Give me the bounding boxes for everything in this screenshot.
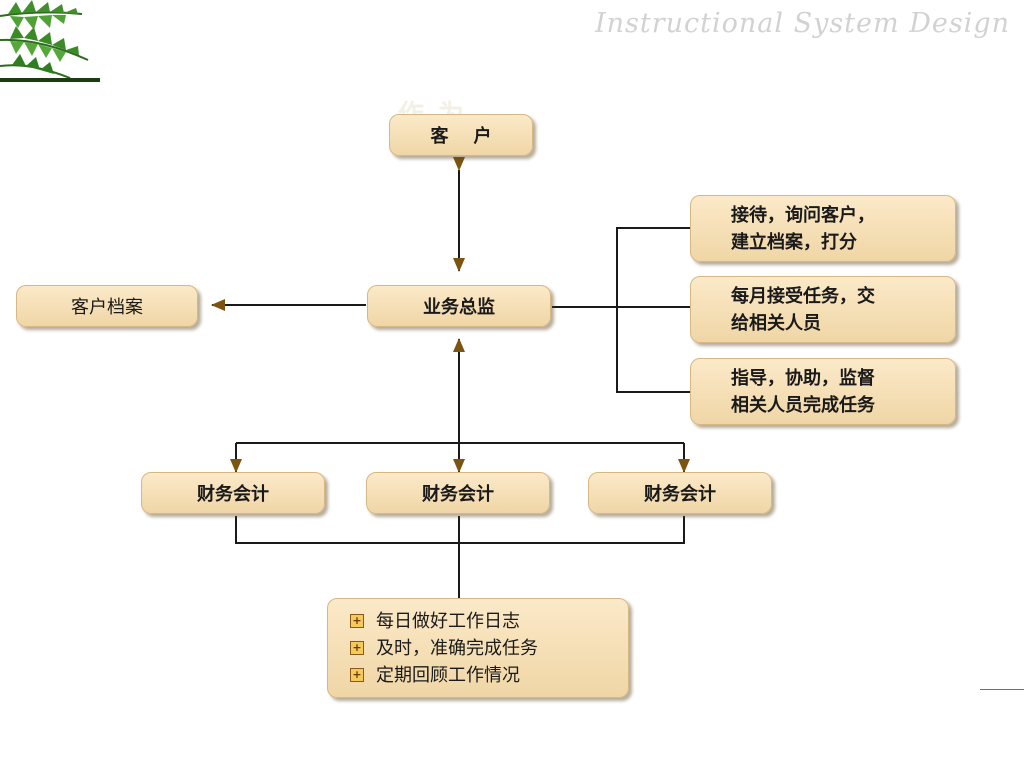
- task-item: + 定期回顾工作情况: [350, 662, 628, 689]
- task-item: + 及时，准确完成任务: [350, 635, 628, 662]
- duty-line: 接待，询问客户，: [731, 204, 875, 226]
- checkbox-icon: +: [350, 641, 364, 655]
- course-watermark: Instructional System Design: [594, 8, 1010, 39]
- task-label: 每日做好工作日志: [376, 610, 520, 632]
- duty-line: 相关人员完成任务: [731, 394, 875, 416]
- checkbox-icon: +: [350, 668, 364, 682]
- duty-box-supervision: 指导，协助，监督 相关人员完成任务: [690, 358, 956, 425]
- duty-box-reception: 接待，询问客户， 建立档案，打分: [690, 195, 956, 262]
- duty-line: 给相关人员: [731, 312, 821, 334]
- accountant-task-box: + 每日做好工作日志 + 及时，准确完成任务 + 定期回顾工作情况: [327, 598, 629, 698]
- archive-node: 客户档案: [16, 285, 198, 327]
- task-label: 定期回顾工作情况: [376, 664, 520, 686]
- duty-line: 建立档案，打分: [731, 231, 857, 253]
- checkbox-icon: +: [350, 614, 364, 628]
- fern-leaf-decoration: [0, 0, 100, 82]
- director-duties-bracket: [552, 227, 692, 308]
- task-item: + 每日做好工作日志: [350, 608, 628, 635]
- duty-box-assignment: 每月接受任务，交 给相关人员: [690, 276, 956, 343]
- accountant-node-2: 财务会计: [366, 472, 550, 514]
- slide-accent-line: [980, 689, 1024, 690]
- director-node: 业务总监: [367, 285, 551, 327]
- accountant-node-3: 财务会计: [588, 472, 772, 514]
- task-label: 及时，准确完成任务: [376, 637, 538, 659]
- duty-line: 每月接受任务，交: [731, 285, 875, 307]
- customer-node: 客 户: [389, 114, 533, 156]
- duty-line: 指导，协助，监督: [731, 367, 875, 389]
- accountant-node-1: 财务会计: [141, 472, 325, 514]
